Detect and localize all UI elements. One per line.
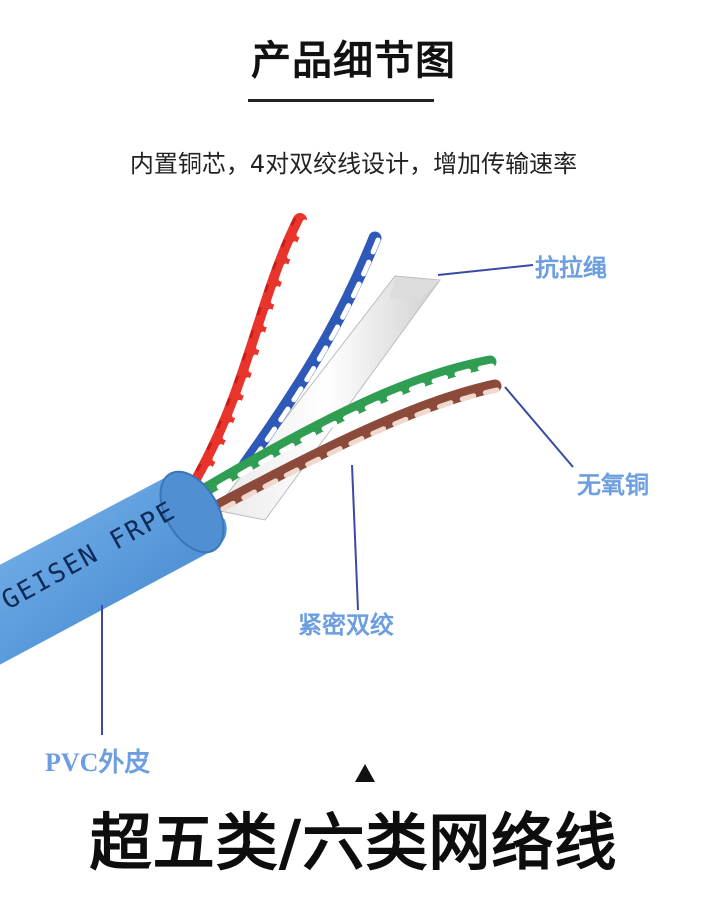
title-underline [248,99,434,102]
blue-pair [238,231,382,472]
callout-ripcord: 抗拉绳 [535,254,607,282]
callout-tight-twist: 紧密双绞 [298,611,394,639]
brown-pair [208,379,502,515]
cable-jacket [0,470,227,665]
page-title: 产品细节图 [251,38,456,84]
callout-lines [101,264,574,735]
triangle-marker [355,764,375,782]
callout-oxygen-free-copper: 无氧铜 [577,471,649,499]
callout-pvc-jacket: PVC外皮 [45,748,151,777]
product-name-title: 超五类/六类网络线 [89,806,618,879]
cable-illustration: GEISEN FRPE [0,213,574,735]
page-subtitle: 内置铜芯，4对双绞线设计，增加传输速率 [129,150,578,178]
red-pair [188,213,308,492]
green-pair [198,355,497,497]
